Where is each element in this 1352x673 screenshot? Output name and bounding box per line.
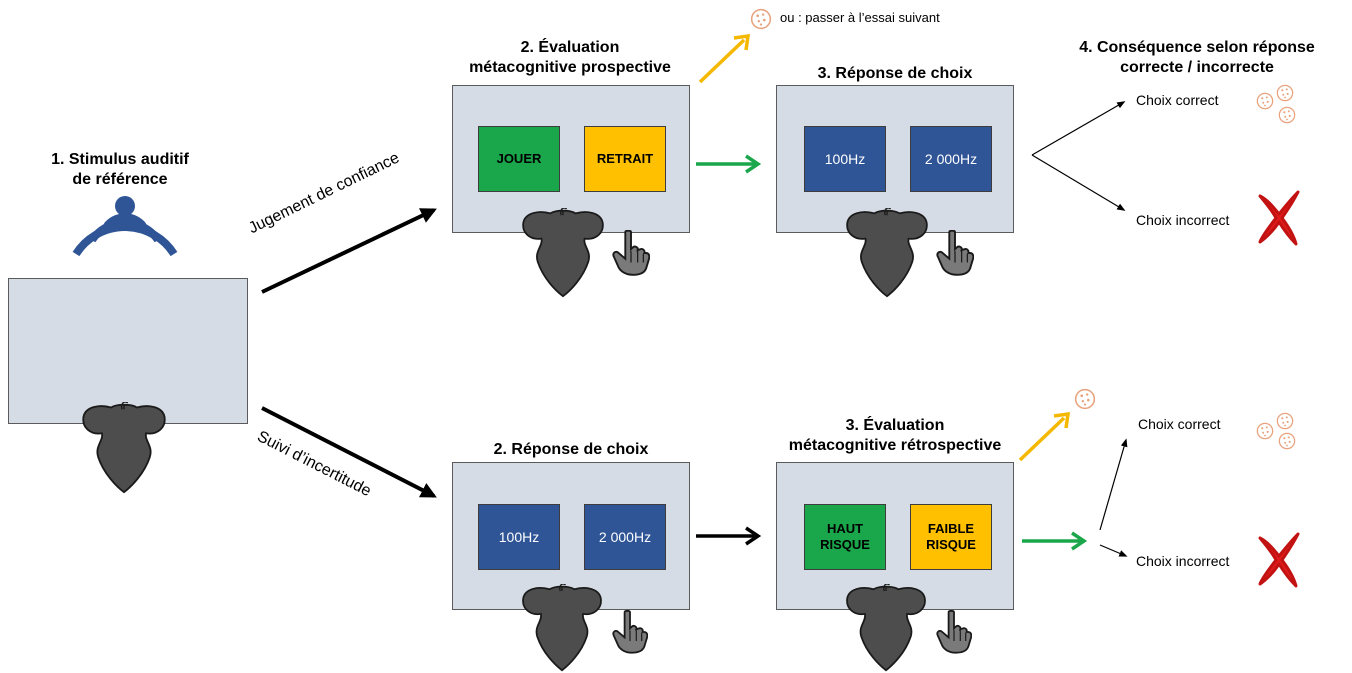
stimulus-screen xyxy=(8,278,248,424)
step4-heading: 4. Conséquence selon réponse correcte / … xyxy=(1079,39,1315,76)
freq-2000-button[interactable]: 2 000Hz xyxy=(584,504,666,570)
freq-100-button[interactable]: 100Hz xyxy=(804,126,886,192)
play-button[interactable]: JOUER xyxy=(478,126,560,192)
bottom-outcome-correct: Choix correct xyxy=(1138,416,1221,432)
skip-label: ou : passer à l’essai suivant xyxy=(780,10,940,25)
speaker-icon xyxy=(72,196,178,257)
top-outcome-incorrect: Choix incorrect xyxy=(1136,212,1230,228)
top-step3-heading: 3. Réponse de choix xyxy=(817,65,973,82)
stimulus-heading: 1. Stimulus auditif de référence xyxy=(51,151,189,188)
freq-2000-button[interactable]: 2 000Hz xyxy=(910,126,992,192)
bottom-step3-heading: 3. Évaluation métacognitive rétrospectiv… xyxy=(788,417,1002,454)
low-risk-button[interactable]: FAIBLE RISQUE xyxy=(910,504,992,570)
top-outcome-correct: Choix correct xyxy=(1136,92,1219,108)
high-risk-button[interactable]: HAUT RISQUE xyxy=(804,504,886,570)
freq-100-button[interactable]: 100Hz xyxy=(478,504,560,570)
reward-pellet-icon xyxy=(1278,432,1296,450)
bottom-outcome-incorrect: Choix incorrect xyxy=(1136,553,1230,569)
top-step2-heading: 2. Évaluation métacognitive prospective xyxy=(469,39,671,76)
withdraw-button[interactable]: RETRAIT xyxy=(584,126,666,192)
reward-pellet-icon xyxy=(1276,412,1294,430)
bottom-step2-heading: 2. Réponse de choix xyxy=(493,441,649,458)
reward-pellet-icon xyxy=(1256,422,1274,440)
cross-icon xyxy=(1258,532,1300,588)
